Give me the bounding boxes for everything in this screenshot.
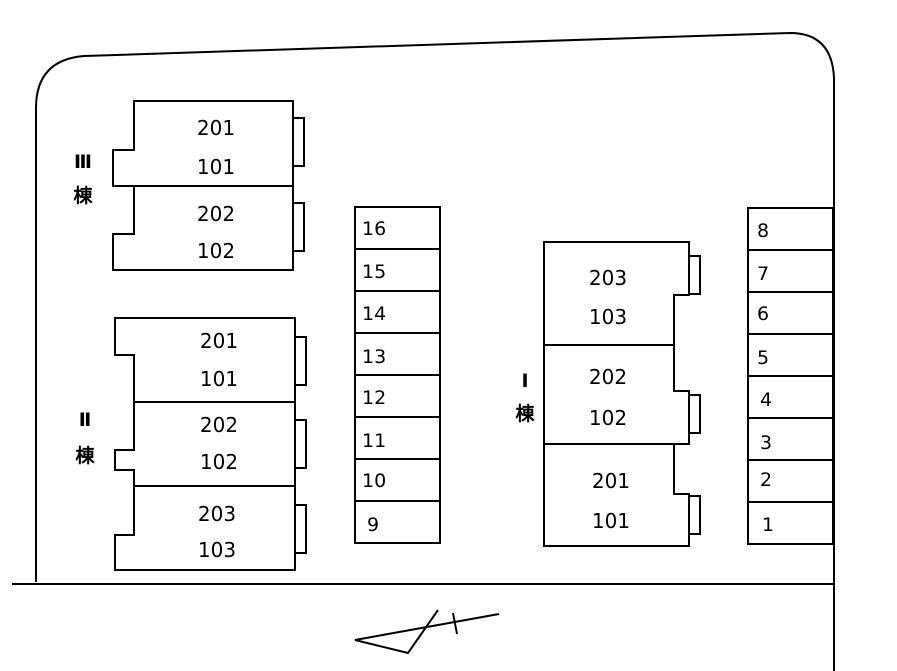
building-3: 201 101 202 102 Ⅲ 棟 xyxy=(73,100,305,271)
unit-number: 202 xyxy=(200,413,238,437)
unit-number: 101 xyxy=(197,155,235,179)
parking-center: 16 15 14 13 12 11 10 9 xyxy=(354,206,441,544)
building-1-balcony-3 xyxy=(688,495,701,535)
building-2-balcony-2 xyxy=(294,419,307,469)
unit-number: 201 xyxy=(592,469,630,493)
parking-space-number: 13 xyxy=(362,346,386,368)
parking-space-number: 16 xyxy=(362,218,386,240)
building-2-balcony-3 xyxy=(294,504,307,554)
parking-space-number: 15 xyxy=(362,261,386,283)
parking-space-number: 4 xyxy=(760,389,772,411)
building-label: Ⅱ xyxy=(79,409,92,431)
unit-number: 203 xyxy=(198,502,236,526)
building-1-balcony-1 xyxy=(688,255,701,295)
site-boundary xyxy=(35,31,835,671)
building-label-suffix: 棟 xyxy=(515,402,535,425)
parking-space-number: 3 xyxy=(760,432,772,454)
unit-number: 202 xyxy=(589,365,627,389)
parking-space-number: 10 xyxy=(362,470,386,492)
building-3-balcony-1 xyxy=(292,117,305,167)
unit-number: 102 xyxy=(589,406,627,430)
building-2-unit-3 xyxy=(114,485,296,571)
building-label-suffix: 棟 xyxy=(73,184,93,207)
unit-number: 201 xyxy=(197,116,235,140)
unit-number: 203 xyxy=(589,266,627,290)
north-arrow-icon xyxy=(354,609,500,655)
building-2-balcony-1 xyxy=(294,336,307,386)
unit-number: 201 xyxy=(200,329,238,353)
parking-space-number: 5 xyxy=(757,347,769,369)
building-1-unit-1 xyxy=(543,241,690,346)
unit-number: 202 xyxy=(197,202,235,226)
parking-space-number: 11 xyxy=(362,430,386,452)
unit-number: 103 xyxy=(589,305,627,329)
parking-space-number: 2 xyxy=(760,469,772,491)
building-3-balcony-2 xyxy=(292,202,305,252)
building-1-unit-3 xyxy=(543,443,690,547)
parking-space-number: 1 xyxy=(762,514,774,536)
building-3-unit-2 xyxy=(112,185,294,271)
building-2: 201 101 202 102 203 103 Ⅱ 棟 xyxy=(75,317,307,571)
parking-space-number: 9 xyxy=(367,514,379,536)
unit-number: 101 xyxy=(200,367,238,391)
parking-space-number: 6 xyxy=(757,303,769,325)
building-label-suffix: 棟 xyxy=(75,444,95,467)
parking-right: 8 7 6 5 4 3 2 1 xyxy=(747,207,834,545)
building-label: Ⅰ xyxy=(521,370,528,392)
building-3-unit-1 xyxy=(112,100,294,187)
parking-space-number: 12 xyxy=(362,387,386,409)
parking-space-number: 14 xyxy=(362,303,386,325)
unit-number: 102 xyxy=(197,239,235,263)
unit-number: 102 xyxy=(200,450,238,474)
parking-space-number: 8 xyxy=(757,220,769,242)
building-label: Ⅲ xyxy=(74,151,92,173)
unit-number: 101 xyxy=(592,509,630,533)
building-1-balcony-2 xyxy=(688,394,701,434)
parking-space-number: 7 xyxy=(757,263,769,285)
unit-number: 103 xyxy=(198,538,236,562)
building-1: 203 103 202 102 201 101 Ⅰ 棟 xyxy=(515,241,701,547)
